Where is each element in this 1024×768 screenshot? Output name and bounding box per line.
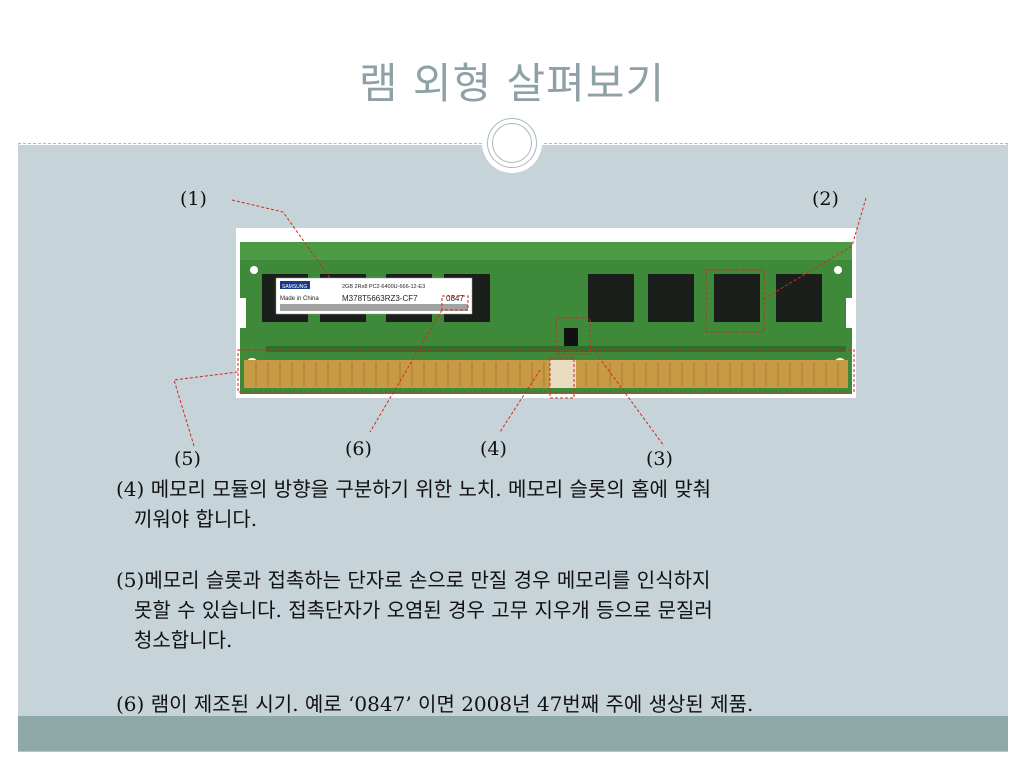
ornament-ring-inner bbox=[492, 123, 532, 163]
callout-lines bbox=[173, 197, 867, 447]
callout-line-6 bbox=[369, 309, 443, 433]
paragraph-4-line1: (4) 메모리 모듈의 방향을 구분하기 위한 노치. 메모리 슬롯의 홈에 맞… bbox=[116, 477, 712, 501]
callout-box-5 bbox=[237, 349, 855, 393]
paragraph-6-line1: (6) 램이 제조된 시기. 예로 ‘0847’ 이면 2008년 47번째 주… bbox=[116, 692, 754, 716]
gold-contacts-left bbox=[244, 360, 550, 388]
gold-contacts-right bbox=[576, 360, 848, 388]
callout-line-5 bbox=[173, 371, 239, 447]
spd-chip bbox=[564, 328, 578, 350]
brand-logo bbox=[280, 281, 310, 289]
resistor-row bbox=[266, 346, 846, 352]
footer-band bbox=[18, 716, 1008, 751]
chip-label-sticker: SAMSUNG 2GB 2Rx8 PC2-6400U-666-12-E3 Mad… bbox=[275, 277, 473, 315]
left-side-notch bbox=[236, 298, 246, 328]
callout-box-6 bbox=[441, 295, 469, 311]
callout-line-2b bbox=[761, 245, 853, 301]
callout-label-4: (4) bbox=[480, 438, 507, 460]
memory-chip bbox=[776, 274, 822, 322]
paragraph-4: (4) 메모리 모듈의 방향을 구분하기 위한 노치. 메모리 슬롯의 홈에 맞… bbox=[116, 474, 936, 534]
callout-line-4 bbox=[499, 369, 541, 433]
paragraph-5-line2: 못할 수 있습니다. 접촉단자가 오염된 경우 고무 지우개 등으로 문질러 bbox=[134, 598, 713, 622]
callout-box-4 bbox=[549, 357, 575, 399]
callout-box-2 bbox=[705, 269, 765, 333]
pcb-top-edge bbox=[240, 242, 852, 260]
paragraph-5: (5)메모리 슬롯과 접촉하는 단자로 손으로 만질 경우 메모리를 인식하지 … bbox=[116, 565, 936, 655]
ornament-ring-outer bbox=[487, 118, 537, 168]
right-side-notch bbox=[846, 298, 856, 328]
memory-chip bbox=[588, 274, 634, 322]
paragraph-6: (6) 램이 제조된 시기. 예로 ‘0847’ 이면 2008년 47번째 주… bbox=[116, 689, 936, 719]
sticker-brand: SAMSUNG bbox=[282, 284, 307, 290]
callout-label-1: (1) bbox=[180, 188, 207, 210]
memory-chip bbox=[648, 274, 694, 322]
slide-title: 램 외형 살펴보기 bbox=[358, 59, 666, 108]
mount-hole-left bbox=[250, 266, 258, 274]
paragraph-4-line2: 끼워야 합니다. bbox=[134, 507, 258, 531]
ram-module-photo: SAMSUNG 2GB 2Rx8 PC2-6400U-666-12-E3 Mad… bbox=[236, 228, 856, 398]
callout-line-1 bbox=[231, 199, 331, 279]
resistor-strip bbox=[266, 346, 846, 352]
sticker-line2: M378T5663RZ3-CF7 bbox=[342, 294, 418, 303]
callout-line-2a bbox=[851, 197, 867, 247]
callout-label-5: (5) bbox=[174, 448, 201, 470]
callout-label-2: (2) bbox=[812, 188, 839, 210]
callout-label-6: (6) bbox=[345, 438, 372, 460]
contact-pins bbox=[255, 362, 839, 386]
callout-label-3: (3) bbox=[646, 448, 673, 470]
sticker-line1: 2GB 2Rx8 PC2-6400U-666-12-E3 bbox=[342, 284, 425, 290]
callout-line-3 bbox=[589, 344, 665, 447]
sticker-date: 0847 bbox=[446, 294, 464, 303]
paragraph-5-line3: 청소합니다. bbox=[134, 628, 233, 652]
memory-chip bbox=[714, 274, 760, 322]
sticker-barcode bbox=[280, 304, 468, 311]
ram-module-illustration: SAMSUNG 2GB 2Rx8 PC2-6400U-666-12-E3 Mad… bbox=[236, 242, 856, 394]
key-notch bbox=[550, 360, 576, 388]
paragraph-5-line1: (5)메모리 슬롯과 접촉하는 단자로 손으로 만질 경우 메모리를 인식하지 bbox=[116, 568, 711, 592]
sticker-origin: Made in China bbox=[280, 296, 319, 302]
callout-box-3 bbox=[555, 317, 591, 355]
mount-hole-right bbox=[834, 266, 842, 274]
